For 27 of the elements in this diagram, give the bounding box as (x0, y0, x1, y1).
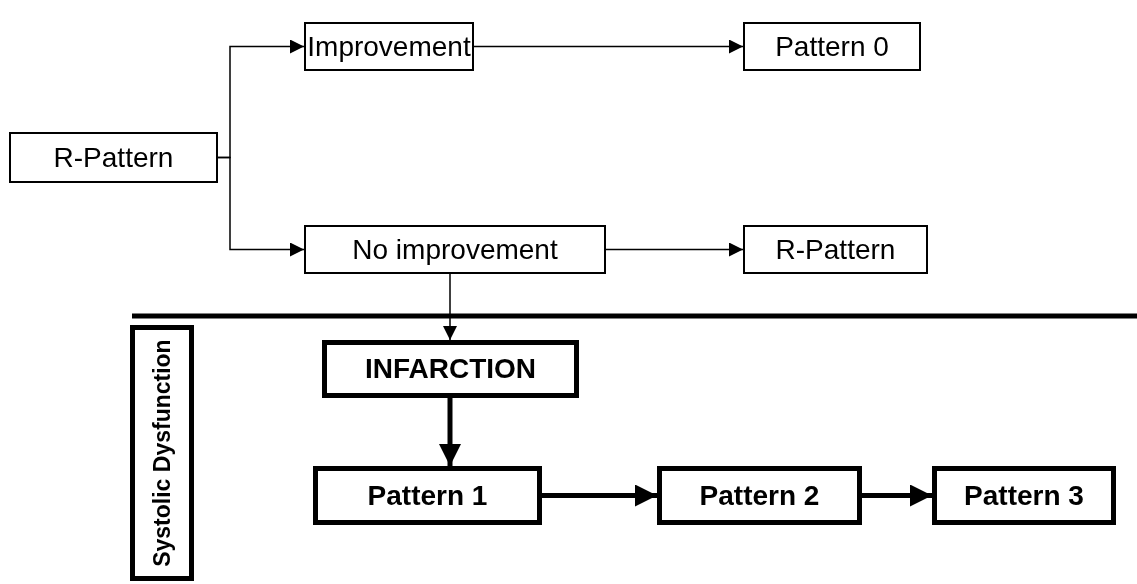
box-label: Pattern 0 (775, 30, 889, 63)
process-box (313, 466, 542, 525)
box-label: Systolic Dysfunction (149, 338, 175, 569)
arrow (605, 242, 744, 257)
box-label: Improvement (307, 30, 471, 63)
box-label: R-Pattern (775, 233, 896, 266)
arrow (542, 484, 657, 507)
arrow (217, 156, 305, 257)
box-label: INFARCTION (364, 353, 537, 385)
process-box (743, 22, 921, 71)
box-label: R-Pattern (53, 141, 174, 174)
arrow (862, 484, 932, 507)
process-box (932, 466, 1116, 525)
arrow (439, 398, 461, 466)
process-box (9, 132, 218, 183)
box-label: Pattern 3 (964, 479, 1084, 512)
process-box (743, 225, 928, 274)
arrow (443, 273, 457, 341)
box-label: Pattern 2 (699, 479, 820, 512)
process-box (657, 466, 862, 525)
box-label: Pattern 1 (367, 479, 488, 512)
box-label: No improvement (352, 233, 558, 266)
process-box (304, 225, 606, 274)
label-box (130, 325, 194, 581)
process-box (304, 22, 474, 71)
arrow (473, 39, 744, 54)
process-box (322, 340, 579, 398)
